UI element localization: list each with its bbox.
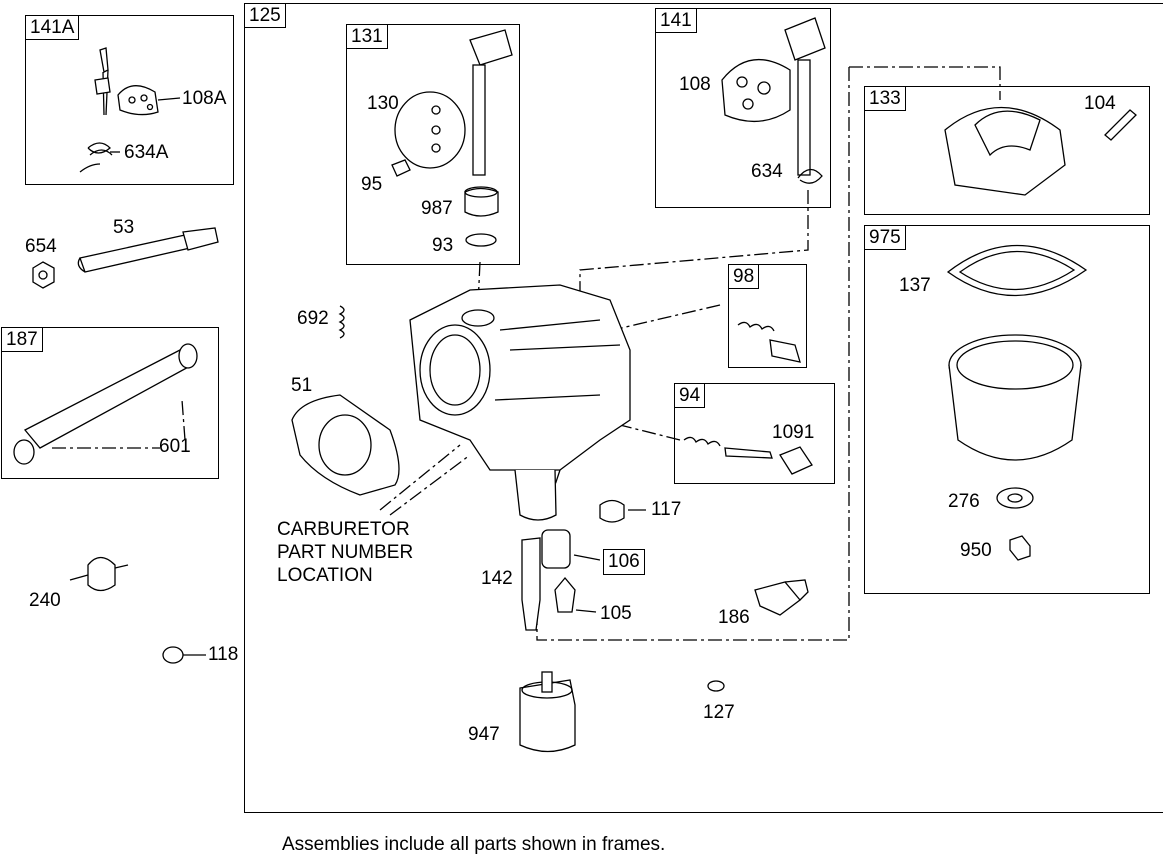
carb-note-line-1: CARBURETOR: [277, 519, 410, 540]
part-label-117: 117: [651, 499, 682, 520]
part-label-186: 186: [718, 607, 750, 628]
frame-141A: 141A: [25, 15, 234, 185]
spring-634: [797, 168, 823, 184]
frame-975: 975: [864, 225, 1150, 594]
frame-131-label: 131: [346, 24, 388, 49]
gasket-51: [291, 394, 400, 496]
frame-187-label: 187: [1, 327, 43, 352]
part-label-947: 947: [468, 724, 500, 745]
pin-104: [1104, 109, 1137, 141]
sleeve: [541, 529, 571, 569]
frame-141: 141: [655, 8, 831, 208]
spring-692: [338, 305, 345, 339]
elbow-186: [754, 581, 801, 616]
part-label-601: 601: [159, 436, 191, 457]
frame-187: 187: [1, 327, 219, 479]
choke-plate-130: [394, 91, 466, 169]
choke-shaft: [469, 29, 513, 66]
part-label-142: 142: [481, 568, 513, 589]
carb-note-line-3: LOCATION: [277, 565, 373, 586]
fitting-117: [599, 499, 625, 523]
clamp-118: [162, 646, 184, 664]
frame-141-label: 141: [655, 8, 697, 33]
carburetor-part-number-note: CARBURETOR PART NUMBER LOCATION: [277, 518, 413, 587]
screw-950: [1009, 535, 1031, 561]
bowl: [948, 364, 1082, 461]
throttle-shaft-141A: [94, 47, 111, 116]
part-label-634A: 634A: [124, 142, 169, 163]
nut-654: [32, 261, 55, 289]
frame-133-label: 133: [864, 86, 906, 111]
part-label-105: 105: [600, 603, 632, 624]
seal-987: [464, 187, 499, 217]
part-label-108: 108: [679, 74, 711, 95]
part-label-51: 51: [291, 375, 313, 396]
frame-975-label: 975: [864, 225, 906, 250]
float-133: [944, 106, 1066, 196]
part-label-1091: 1091: [772, 422, 815, 443]
frame-98: 98: [728, 264, 807, 368]
fuel-filter-240: [87, 556, 116, 592]
plate-108: [721, 58, 791, 123]
part-label-95: 95: [361, 174, 383, 195]
part-label-950: 950: [960, 540, 992, 561]
frame-125-label: 125: [244, 3, 286, 28]
frame-94-label: 94: [674, 383, 706, 408]
bushing-93: [465, 233, 497, 247]
throttle-shaft: [784, 17, 826, 61]
washer-276: [996, 487, 1034, 509]
part-label-104: 104: [1084, 93, 1116, 114]
part-label-692: 692: [297, 308, 329, 329]
frame-131: 131: [346, 24, 520, 265]
spring-94: [683, 436, 721, 447]
part-label-137: 137: [899, 275, 931, 296]
frame-94: 94: [674, 383, 835, 484]
part-label-127: 127: [703, 702, 735, 723]
washer-127: [707, 680, 725, 692]
part-label-130: 130: [367, 93, 399, 114]
spring-634A: [79, 142, 113, 173]
part-label-118: 118: [208, 644, 239, 665]
part-label-240: 240: [29, 590, 61, 611]
solenoid-947: [519, 679, 576, 753]
screw-95: [391, 159, 411, 177]
fitting-1091: [779, 446, 813, 475]
part-label-634: 634: [751, 161, 783, 182]
part-label-53: 53: [113, 217, 135, 238]
spring-98: [737, 321, 775, 332]
needle-105: [554, 576, 576, 613]
frame-125: 125: [244, 3, 1163, 813]
main-jet-142: [521, 537, 541, 631]
part-label-987: 987: [421, 198, 453, 219]
part-label-108A: 108A: [182, 88, 227, 109]
shaft-53: [77, 234, 191, 273]
part-label-654: 654: [25, 236, 57, 257]
carb-note-line-2: PART NUMBER: [277, 542, 414, 563]
frame-141A-label: 141A: [25, 15, 80, 40]
frame-98-label: 98: [728, 264, 760, 289]
part-label-276: 276: [948, 491, 980, 512]
footer-note: Assemblies include all parts shown in fr…: [282, 834, 666, 855]
frame-133: 133: [864, 86, 1150, 215]
part-label-93: 93: [432, 235, 454, 256]
part-label-106: 106: [603, 549, 645, 575]
